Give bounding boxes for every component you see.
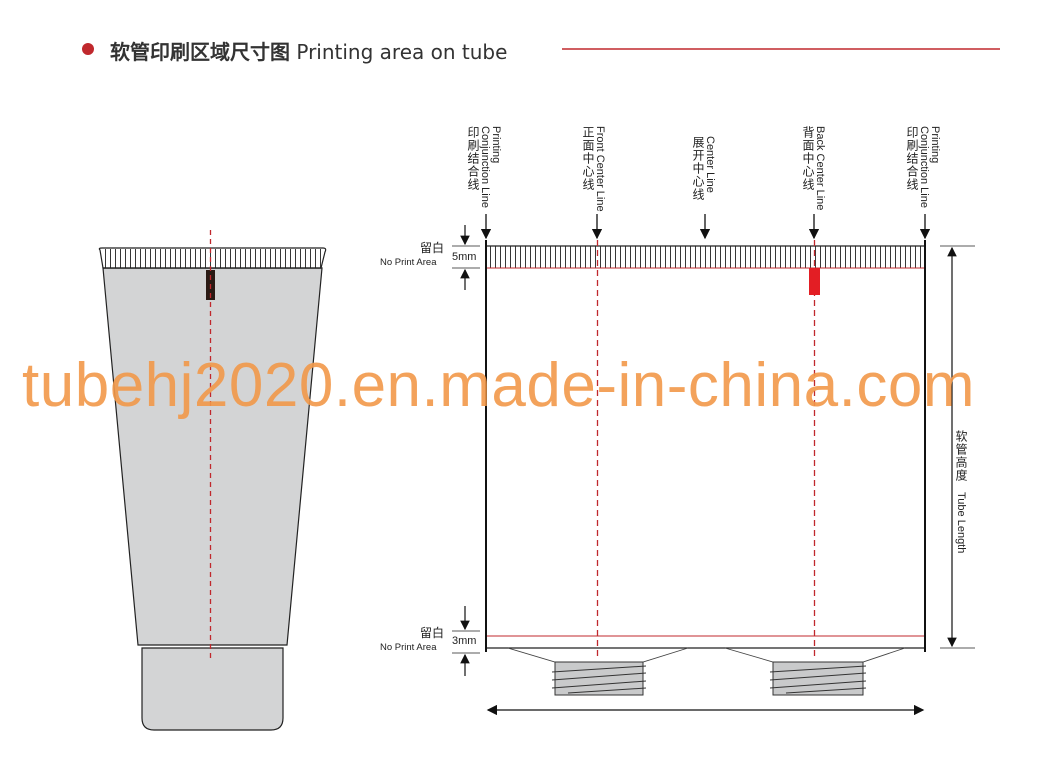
tube-illustration [98,230,327,731]
bottom-margin-en: No Print Area [380,642,437,653]
flat-layout [452,214,975,716]
label-en: Conjunction Line [918,126,930,208]
label-en: Center Line [704,136,716,193]
tube-length-label: 软管高度 Tube Length [953,430,970,553]
top-margin-en: No Print Area [380,257,437,268]
top-margin-zh: 留白 [420,241,445,255]
label-back-center: Back Center Line 背面中心线 [801,126,826,211]
label-zh: 背面中心线 [801,126,815,191]
label-center: Center Line 展开中心线 [691,136,716,201]
bottom-margin-zh: 留白 [420,626,445,640]
neck-back [724,647,906,696]
tube-length-en: Tube Length [955,492,967,554]
title-zh: 软管印刷区域尺寸图 [110,40,290,64]
tube-cap [141,647,284,731]
label-en: Printing [490,126,502,164]
label-zh: 印刷结合线 [905,126,919,191]
label-zh: 正面中心线 [581,126,595,191]
label-en: Printing [929,126,941,164]
title-en: Printing area on tube [296,40,508,64]
title-bullet-icon [82,43,94,55]
label-right-conjunction: Printing Conjunction Line 印刷结合线 [905,126,941,208]
label-en: Back Center Line [814,126,826,211]
bottom-margin-size: 3mm [452,635,477,647]
label-zh: 印刷结合线 [466,126,480,191]
tube-body [102,267,323,646]
watermark: tubehj2020.en.made-in-china.com [22,351,975,420]
tube-length-zh: 软管高度 [954,430,968,482]
label-en: Front Center Line [594,126,606,212]
label-en: Conjunction Line [479,126,491,208]
neck-front [507,647,689,696]
label-front-center: Front Center Line 正面中心线 [581,126,606,212]
page-title: 软管印刷区域尺寸图 Printing area on tube [110,36,507,65]
label-left-conjunction: Printing Conjunction Line 印刷结合线 [466,126,502,208]
label-zh: 展开中心线 [691,136,705,201]
top-margin-size: 5mm [452,251,477,263]
back-eye-mark [809,268,820,295]
